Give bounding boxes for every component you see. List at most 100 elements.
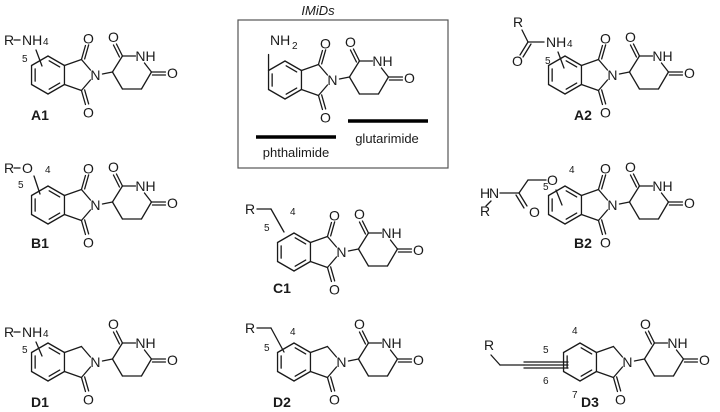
r-group: R	[4, 324, 14, 340]
oxygen-atom: O	[625, 29, 636, 45]
benzene-double-bond	[48, 60, 61, 68]
ring-bond	[597, 188, 609, 201]
oxygen-atom: O	[83, 161, 94, 177]
glutarimide-bond	[628, 201, 641, 220]
r-group: R	[245, 320, 255, 336]
amine-nh: NH	[22, 324, 42, 340]
glutarimide-carbonyl-double	[112, 174, 121, 188]
r-group: R	[4, 32, 14, 48]
carbonyl-bottom-double	[330, 376, 336, 392]
position-4: 4	[43, 329, 49, 340]
substituent-bond	[557, 51, 565, 69]
oxygen-atom: O	[600, 105, 611, 121]
ring-bond	[326, 235, 338, 248]
ring-bond	[326, 366, 338, 379]
glutarimide-bond	[140, 201, 153, 220]
benzene-bond	[284, 60, 303, 72]
glutarimide-carbonyl	[352, 48, 361, 62]
ring-bond	[309, 260, 329, 269]
glutarimide-bond	[357, 248, 370, 267]
compound-label: C1	[273, 280, 291, 296]
ring-bond	[80, 188, 92, 201]
substituent-bond	[35, 341, 43, 357]
position-5: 5	[22, 54, 28, 65]
oxygen-atom: O	[329, 282, 340, 298]
ring-bond	[309, 345, 329, 354]
n-c-bond	[618, 71, 631, 75]
position-6: 6	[543, 376, 549, 387]
ring-bond	[580, 213, 600, 222]
carbonyl-bottom	[326, 376, 333, 393]
oxygen-atom: O	[329, 208, 340, 224]
oxygen-atom: O	[83, 392, 94, 408]
oxygen-atom: O	[167, 65, 178, 81]
oxygen-atom: O	[600, 161, 611, 177]
position-5: 5	[545, 56, 551, 67]
substituent-bond	[33, 175, 41, 195]
oxygen-atom: O	[83, 235, 94, 251]
benzene-bond	[47, 370, 66, 382]
n-c-bond	[618, 201, 631, 205]
glutarimide-bond	[675, 349, 685, 360]
ring-bond	[326, 256, 338, 269]
ring-bond	[63, 345, 83, 354]
ring-bond	[580, 58, 600, 67]
benzene-double-bond	[48, 190, 61, 198]
nitrogen-atom: N	[622, 354, 632, 370]
position-4: 4	[290, 207, 296, 218]
substituent-bond	[270, 208, 285, 233]
r-bond	[485, 200, 492, 207]
benzene-bond	[276, 232, 295, 244]
glutarimide-carbonyl	[361, 220, 370, 234]
imide-nh: NH	[372, 53, 392, 69]
benzene-double-bond	[294, 347, 307, 355]
oxygen-atom: O	[320, 110, 331, 126]
benzene-bond	[47, 185, 66, 197]
imide-nh: NH	[135, 178, 155, 194]
glutarimide-bond	[140, 71, 153, 90]
r-bond	[490, 354, 501, 366]
oxygen-atom: O	[699, 352, 710, 368]
benzene-double-bond	[294, 259, 307, 267]
compound-label: D3	[581, 394, 599, 410]
oxygen-atom: O	[354, 316, 365, 332]
carbonyl-bottom	[317, 94, 324, 111]
ether-oxygen: O	[22, 160, 33, 176]
n-c-bond	[633, 358, 646, 362]
glutarimide-bond	[143, 62, 153, 73]
carbonyl-top	[317, 49, 324, 66]
carbonyl-bottom	[80, 376, 87, 393]
imide-nh: NH	[135, 335, 155, 351]
benzene-bond	[293, 342, 312, 354]
carbonyl-bottom	[612, 376, 619, 393]
benzene-bond	[47, 55, 66, 67]
benzene-double-bond	[565, 82, 578, 90]
glutarimide-bond	[628, 55, 641, 73]
carbonyl-bottom	[326, 266, 333, 283]
glutarimide-carbonyl-double	[358, 221, 367, 235]
oxygen-atom: O	[167, 352, 178, 368]
carbonyl-bottom-double	[321, 94, 327, 110]
amide-n: N	[489, 185, 499, 201]
position-5: 5	[264, 223, 270, 234]
glutarimide-bond	[657, 71, 670, 90]
benzene-bond	[30, 83, 49, 95]
oxygen-atom: O	[413, 352, 424, 368]
benzene-bond	[547, 55, 566, 67]
benzene-bond	[564, 185, 583, 197]
benzene-bond	[564, 55, 583, 67]
carbonyl-top-double	[321, 49, 327, 65]
compound-label: B1	[31, 235, 49, 251]
benzene-bond	[293, 260, 312, 272]
oxygen-atom: O	[600, 31, 611, 47]
nitrogen-atom: N	[90, 197, 100, 213]
amide-carbonyl-double	[515, 194, 525, 209]
oxygen-atom: O	[354, 206, 365, 222]
glutarimide-bond	[357, 358, 370, 377]
benzene-bond	[547, 83, 566, 95]
position-5: 5	[22, 345, 28, 356]
glutarimide-bond	[657, 201, 670, 220]
